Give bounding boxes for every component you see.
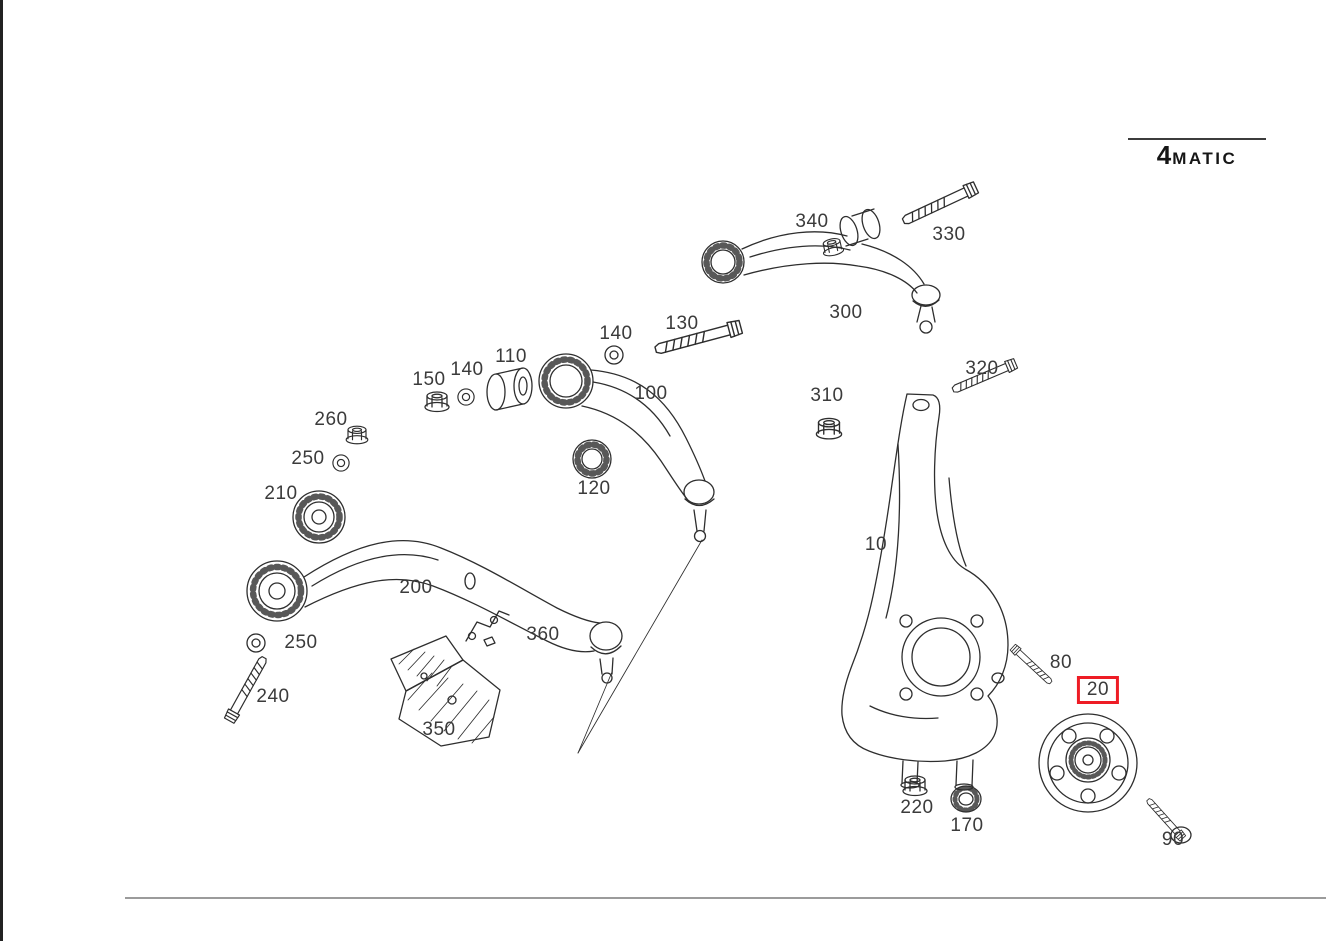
part-label-200[interactable]: 200 (399, 577, 433, 598)
part-label-330[interactable]: 330 (932, 224, 966, 245)
part-label-140-a[interactable]: 140 (599, 323, 633, 344)
part-label-340[interactable]: 340 (795, 211, 829, 232)
wheel-hub-20-drawing (1038, 713, 1138, 813)
part-label-220[interactable]: 220 (900, 797, 934, 818)
page-left-edge (0, 0, 3, 941)
part-label-100[interactable]: 100 (634, 383, 668, 404)
bushing-210-drawing (292, 490, 346, 544)
leader-lines (577, 539, 703, 754)
part-label-130[interactable]: 130 (665, 313, 699, 334)
part-label-320[interactable]: 320 (965, 358, 999, 379)
lower-control-arm-200-drawing (246, 539, 623, 684)
part-label-310[interactable]: 310 (810, 385, 844, 406)
logo-matic: MATIC (1172, 149, 1238, 168)
4matic-logo: 4MATIC (1128, 138, 1266, 174)
part-label-260[interactable]: 260 (314, 409, 348, 430)
part-label-90[interactable]: 90 (1161, 829, 1185, 850)
logo-four: 4 (1156, 140, 1173, 170)
part-label-120[interactable]: 120 (577, 478, 611, 499)
part-label-80[interactable]: 80 (1049, 652, 1073, 673)
collar-nut-170-drawing (950, 785, 982, 813)
upper-control-arm-300-drawing (701, 208, 941, 334)
part-label-350[interactable]: 350 (422, 719, 456, 740)
bolt-90-drawing (1144, 796, 1192, 844)
logo-rule (1128, 138, 1266, 140)
footer-rule (125, 897, 1326, 899)
part-label-300[interactable]: 300 (829, 302, 863, 323)
part-label-250-b[interactable]: 250 (284, 632, 318, 653)
part-label-10[interactable]: 10 (864, 534, 888, 555)
part-label-150[interactable]: 150 (412, 369, 446, 390)
part-label-210[interactable]: 210 (264, 483, 298, 504)
bracket-360-drawing (465, 610, 510, 647)
bushing-120-drawing (572, 439, 612, 479)
part-label-170[interactable]: 170 (950, 815, 984, 836)
splash-shield-350-drawing (390, 635, 501, 747)
part-label-240[interactable]: 240 (256, 686, 290, 707)
front-lower-arm-100-drawing (538, 353, 715, 543)
part-label-360[interactable]: 360 (526, 624, 560, 645)
part-label-110[interactable]: 110 (495, 346, 527, 367)
part-label-140-b[interactable]: 140 (450, 359, 484, 380)
part-label-20[interactable]: 20 (1076, 676, 1120, 704)
part-label-250-a[interactable]: 250 (291, 448, 325, 469)
steering-knuckle-10-drawing (841, 393, 1009, 791)
bushing-110-drawing (486, 367, 533, 411)
logo-text: 4MATIC (1128, 141, 1266, 174)
